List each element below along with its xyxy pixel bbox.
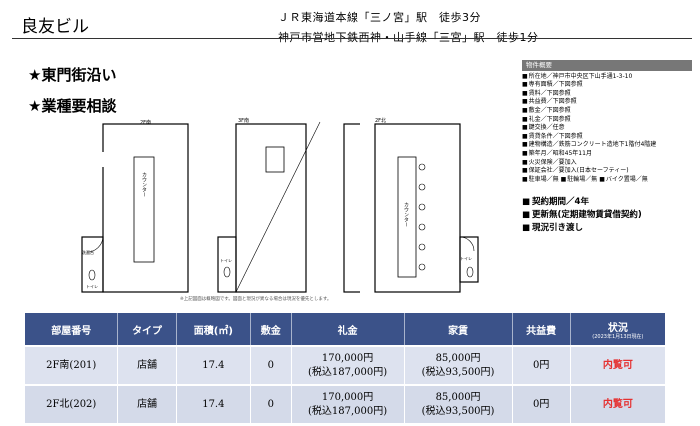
summary-item: 賃貸条件／下図参照 xyxy=(522,133,692,142)
floorplan-3f xyxy=(217,121,321,293)
col-status: 状況(2023年1月13日現在) xyxy=(570,313,665,346)
label-2f-south: 2F南 xyxy=(140,119,151,126)
col-rent: 家賃 xyxy=(404,313,513,346)
floorplan-2f-north xyxy=(343,123,360,293)
col-room: 部屋番号 xyxy=(25,313,119,346)
summary-item: 共益費／下図参照 xyxy=(522,98,692,107)
cell-area: 17.4 xyxy=(176,384,252,423)
table-row: 2F北(202) 店舗 17.4 0 170,000円(税込187,000円) … xyxy=(25,384,665,423)
label-counter-south: カウンター xyxy=(141,172,147,197)
cell-deposit: 0 xyxy=(250,384,292,423)
cell-rent: 85,000円(税込93,500円) xyxy=(404,345,513,385)
col-key-money: 礼金 xyxy=(291,313,405,346)
status-note: (2023年1月13日現在) xyxy=(592,333,644,340)
building-name: 良友ビル xyxy=(21,17,89,37)
summary-item: 賃料／下図参照 xyxy=(522,90,692,99)
label-toilet-south: トイレ xyxy=(86,284,98,289)
summary-parking: 駐車場／無 駐輪場／無 バイク置場／無 xyxy=(522,176,692,185)
cell-type: 店舗 xyxy=(117,345,177,385)
summary-item: 専有面積／下図参照 xyxy=(522,81,692,90)
summary-item: 建物構造／鉄筋コンクリート造地下1階付4階建 xyxy=(522,141,692,150)
col-deposit: 敷金 xyxy=(250,313,292,346)
header-divider xyxy=(12,38,692,39)
label-counter-north: カウンター xyxy=(403,202,409,227)
cell-status: 内覧可 xyxy=(570,345,665,385)
summary-item: 築年月／昭和45年11月 xyxy=(522,150,692,159)
cell-key-money: 170,000円(税込187,000円) xyxy=(291,384,405,423)
summary-item: 礼金／下図参照 xyxy=(522,116,692,125)
cell-rent: 85,000円(税込93,500円) xyxy=(404,384,513,423)
col-common-fee: 共益費 xyxy=(512,313,571,346)
table-header-row: 部屋番号 タイプ 面積(㎡) 敷金 礼金 家賃 共益費 状況(2023年1月13… xyxy=(25,313,665,346)
summary-item: 所在地／神戸市中央区下山手通1-3-10 xyxy=(522,73,692,82)
access-line-1: ＪＲ東海道本線「三ノ宮」駅 徒歩3分 xyxy=(278,11,481,24)
cell-type: 店舗 xyxy=(117,384,177,423)
col-type: タイプ xyxy=(117,313,177,346)
label-washroom: 洗面台 xyxy=(82,249,94,255)
highlight-delivery: 現況引き渡し xyxy=(522,222,642,235)
highlight-list: 契約期間／4年 更新無(定期建物賃貸借契約) 現況引き渡し xyxy=(522,196,642,235)
cell-status: 内覧可 xyxy=(570,384,665,423)
summary-title: 物件概要 xyxy=(522,60,692,71)
cell-common-fee: 0円 xyxy=(512,384,571,423)
cell-room: 2F北(202) xyxy=(25,384,119,423)
floorplan-2f-south xyxy=(81,123,189,293)
feature-business: ★業種要相談 xyxy=(28,97,117,115)
cell-deposit: 0 xyxy=(250,345,292,385)
label-2f-north: 2F北 xyxy=(375,117,386,124)
label-3f: 3F南 xyxy=(238,117,249,124)
rooms-table: 部屋番号 タイプ 面積(㎡) 敷金 礼金 家賃 共益費 状況(2023年1月13… xyxy=(25,313,665,423)
parking-bicycle: 駐輪場／無 xyxy=(561,176,598,183)
table-row: 2F南(201) 店舗 17.4 0 170,000円(税込187,000円) … xyxy=(25,345,665,385)
summary-item: 保証会社／要加入(日本セーフティー) xyxy=(522,167,692,176)
highlight-renewal: 更新無(定期建物賃貸借契約) xyxy=(522,209,642,222)
parking-bike: バイク置場／無 xyxy=(599,176,648,183)
summary-item: 火災保険／要加入 xyxy=(522,159,692,168)
parking-car: 駐車場／無 xyxy=(522,176,559,183)
col-area: 面積(㎡) xyxy=(176,313,252,346)
label-toilet-3f: トイレ xyxy=(220,258,232,263)
cell-room: 2F南(201) xyxy=(25,345,119,385)
floorplan-2f-north-detail: 2F北 カウンター トイレ xyxy=(374,117,479,293)
floorplan-note: ※上記図面は概略図です。図面と現況が異なる場合は現況を優先とします。 xyxy=(180,297,332,302)
cell-key-money: 170,000円(税込187,000円) xyxy=(291,345,405,385)
summary-item: 敷金／下図参照 xyxy=(522,107,692,116)
label-toilet-north: トイレ xyxy=(460,256,472,261)
access-line-2: 神戸市営地下鉄西神・山手線「三宮」駅 徒歩1分 xyxy=(278,31,539,44)
feature-location: ★東門街沿い xyxy=(28,66,117,84)
cell-area: 17.4 xyxy=(176,345,252,385)
floor-plans: 2F南 洗面台 トイレ カウンター 3F南 トイレ xyxy=(81,117,360,293)
cell-common-fee: 0円 xyxy=(512,345,571,385)
property-summary: 物件概要 所在地／神戸市中央区下山手通1-3-10 専有面積／下図参照 賃料／下… xyxy=(522,60,692,184)
summary-item: 鍵交換／任意 xyxy=(522,124,692,133)
highlight-contract: 契約期間／4年 xyxy=(522,196,642,209)
